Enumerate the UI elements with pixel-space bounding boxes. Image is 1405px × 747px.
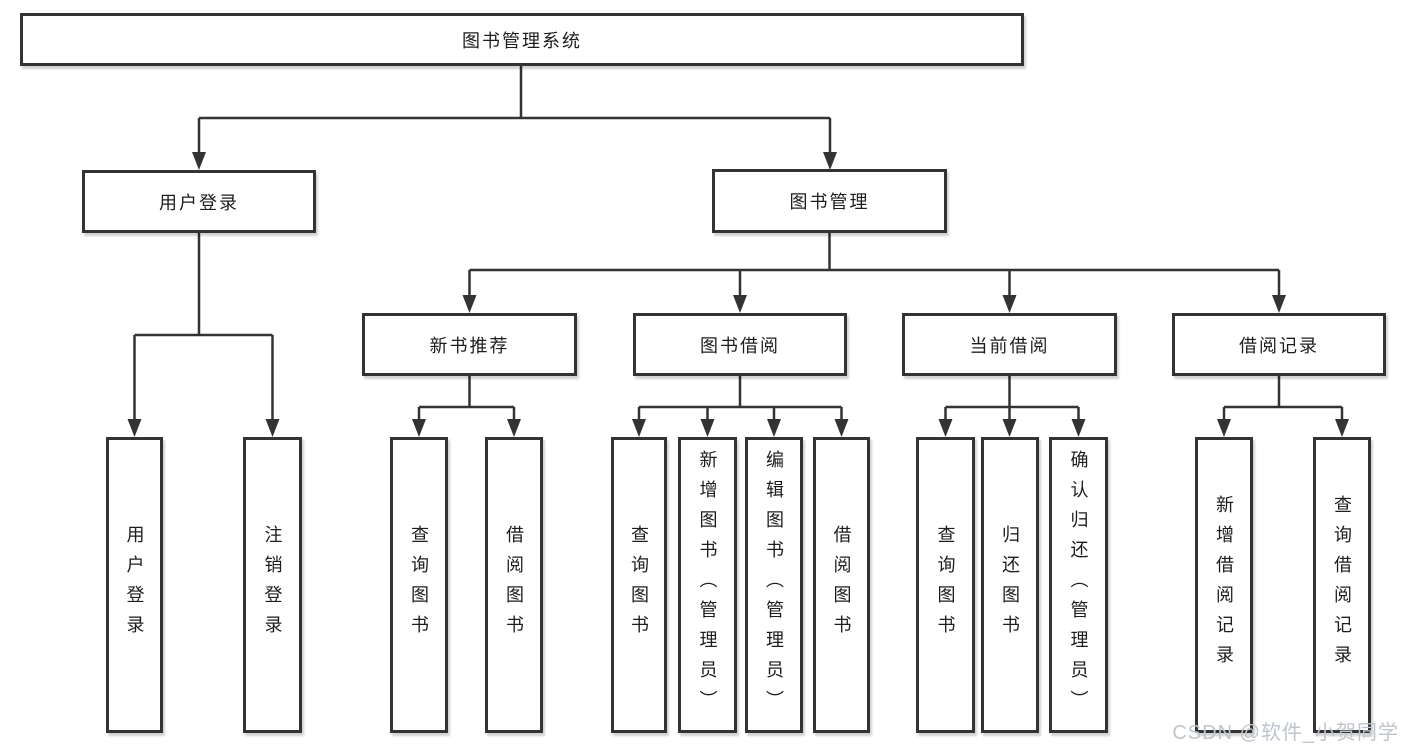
node-new-book-recommend-label: 新书推荐 <box>429 335 510 356</box>
arrowheads-borrowrecord-children <box>1217 419 1349 437</box>
connector-bookmgmt-to-level3 <box>468 233 1281 296</box>
connector-borrowrecord-children <box>1222 376 1344 421</box>
node-current-borrow: 当前借阅 <box>902 313 1117 376</box>
connector-root-to-level2 <box>197 64 832 153</box>
arrowheads-level3 <box>462 295 1286 313</box>
node-user-login-module-label: 用户登录 <box>159 192 239 213</box>
leaf-confirm-return-admin-label: 确认归还（管理员） <box>1068 450 1089 720</box>
leaf-add-book-admin-label: 新增图书（管理员） <box>697 450 718 720</box>
leaf-query-book-borrow: 查询图书 <box>611 437 667 733</box>
node-root-label: 图书管理系统 <box>462 30 582 51</box>
leaf-query-book-current: 查询图书 <box>916 437 975 733</box>
leaf-confirm-return-admin: 确认归还（管理员） <box>1049 437 1108 733</box>
node-book-borrow: 图书借阅 <box>633 313 847 376</box>
leaf-borrow-book-newbook: 借阅图书 <box>485 437 543 733</box>
leaf-logout-label: 注销登录 <box>262 525 283 645</box>
leaf-query-book-newbook: 查询图书 <box>390 437 448 733</box>
leaf-query-book-borrow-label: 查询图书 <box>629 525 649 645</box>
arrowheads-level2 <box>192 152 837 170</box>
arrowheads-login-children <box>127 419 280 437</box>
leaf-logout: 注销登录 <box>243 437 302 733</box>
node-book-management-label: 图书管理 <box>789 192 870 212</box>
leaf-user-login: 用户登录 <box>106 437 163 733</box>
leaf-add-borrow-record-label: 新增借阅记录 <box>1214 495 1234 675</box>
node-borrow-record: 借阅记录 <box>1172 313 1386 376</box>
connector-newbook-children <box>417 376 516 421</box>
connector-currentborrow-children <box>944 376 1080 421</box>
leaf-edit-book-admin: 编辑图书（管理员） <box>745 437 803 733</box>
leaf-borrow-book-borrow: 借阅图书 <box>813 437 870 733</box>
node-current-borrow-label: 当前借阅 <box>969 335 1050 356</box>
arrowheads-bookborrow-children <box>632 419 849 437</box>
node-root: 图书管理系统 <box>20 13 1024 66</box>
leaf-borrow-book-newbook-label: 借阅图书 <box>504 525 524 645</box>
leaf-return-book: 归还图书 <box>981 437 1039 733</box>
connector-login-children <box>133 233 274 420</box>
leaf-query-book-current-label: 查询图书 <box>935 525 956 645</box>
leaf-add-book-admin: 新增图书（管理员） <box>678 437 737 733</box>
leaf-borrow-book-borrow-label: 借阅图书 <box>831 525 852 645</box>
arrowheads-newbook-children <box>412 419 521 437</box>
node-borrow-record-label: 借阅记录 <box>1239 335 1319 356</box>
connector-bookborrow-children <box>637 376 843 421</box>
leaf-return-book-label: 归还图书 <box>1000 525 1020 645</box>
leaf-query-book-newbook-label: 查询图书 <box>409 525 429 645</box>
leaf-query-borrow-record: 查询借阅记录 <box>1313 437 1371 733</box>
node-user-login-module: 用户登录 <box>82 170 316 233</box>
leaf-add-borrow-record: 新增借阅记录 <box>1195 437 1253 733</box>
leaf-query-borrow-record-label: 查询借阅记录 <box>1332 495 1352 675</box>
csdn-watermark: CSDN @软件_小贺同学 <box>1172 722 1399 744</box>
leaf-edit-book-admin-label: 编辑图书（管理员） <box>764 450 784 720</box>
arrowheads-currentborrow-children <box>938 419 1086 437</box>
node-book-management: 图书管理 <box>712 169 947 233</box>
node-new-book-recommend: 新书推荐 <box>362 313 577 376</box>
node-book-borrow-label: 图书借阅 <box>700 335 780 356</box>
leaf-user-login-label: 用户登录 <box>124 525 145 645</box>
